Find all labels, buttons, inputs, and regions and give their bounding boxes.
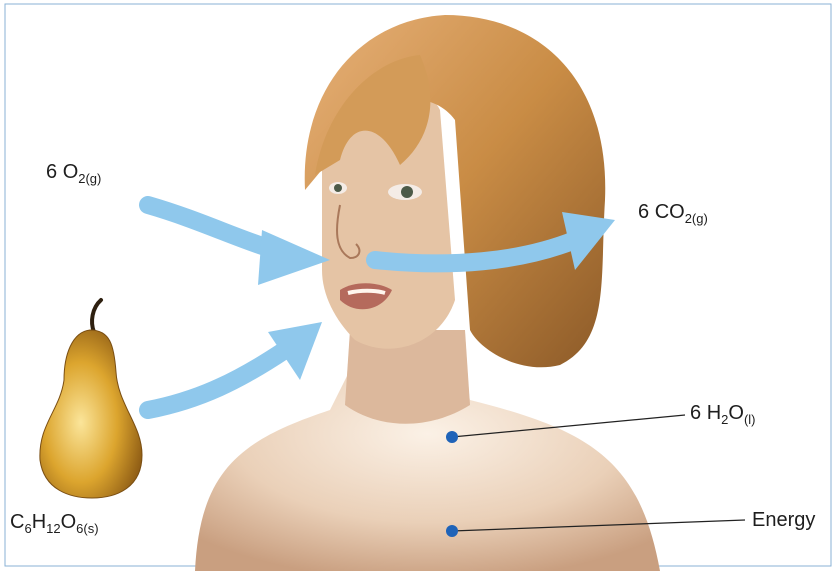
pear-body <box>40 330 142 498</box>
oxygen-arrowhead-icon <box>258 230 330 285</box>
pear-stem <box>92 300 101 332</box>
eye-iris <box>334 184 342 192</box>
eye-iris <box>401 186 413 198</box>
oxygen-label: 6 O2(g) <box>46 162 101 182</box>
glucose-arrow <box>148 322 322 410</box>
water-label: 6 H2O(l) <box>690 403 755 423</box>
carbon-dioxide-label: 6 CO2(g) <box>638 202 708 222</box>
energy-label: Energy <box>752 510 815 530</box>
teeth <box>348 291 385 293</box>
pear-illustration <box>40 300 142 498</box>
child-illustration <box>195 15 660 571</box>
energy-marker-dot <box>446 525 458 537</box>
oxygen-arrow <box>148 205 330 285</box>
glucose-label: C6H12O6(s) <box>10 512 99 532</box>
glucose-arrow-shaft <box>148 350 285 410</box>
oxygen-arrow-shaft <box>148 205 275 250</box>
water-marker-dot <box>446 431 458 443</box>
